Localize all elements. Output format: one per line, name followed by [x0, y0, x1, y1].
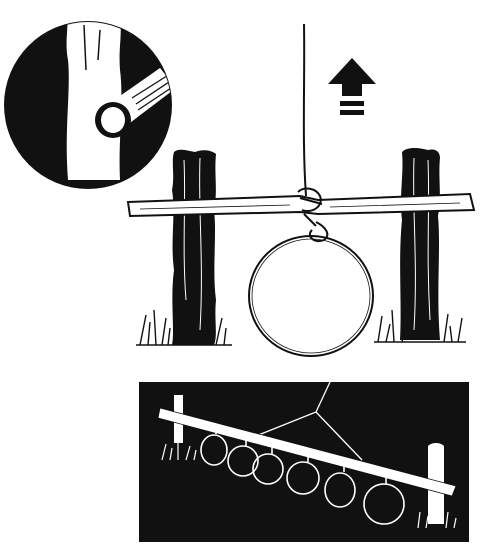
lift-cord	[304, 24, 306, 196]
right-post	[400, 148, 440, 340]
left-post	[172, 150, 216, 345]
lift-arrow-icon	[328, 58, 376, 115]
detail-magnifier-icon	[4, 15, 176, 189]
main-snare-scene	[128, 24, 474, 356]
wire-noose	[249, 222, 373, 356]
snare-line-panel	[139, 382, 469, 542]
